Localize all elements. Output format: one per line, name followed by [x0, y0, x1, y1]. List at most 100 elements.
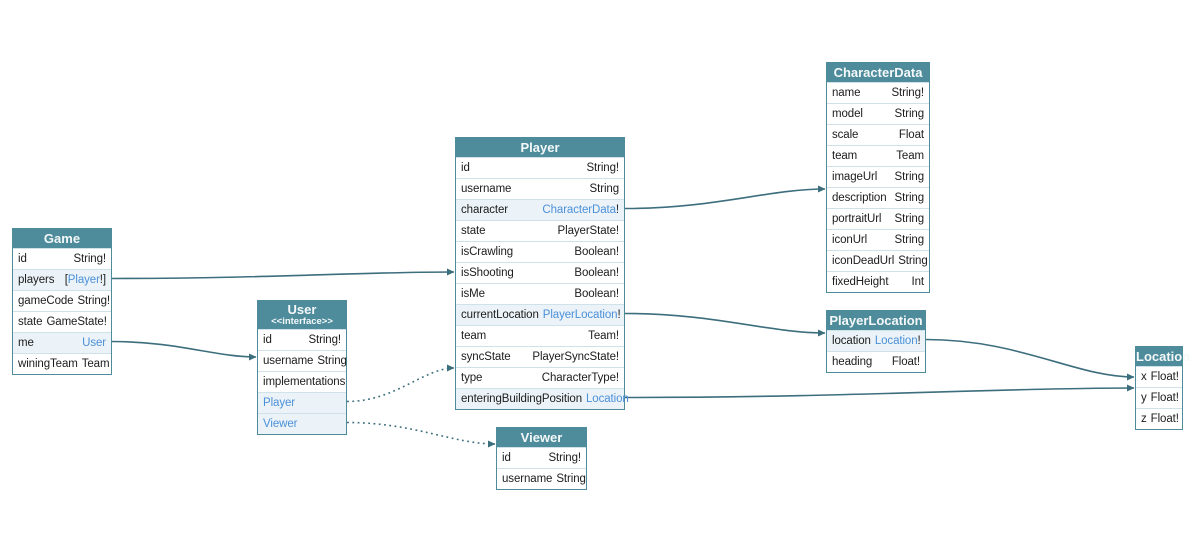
edge-playerlocation-to-location	[925, 338, 1135, 381]
field-row-z[interactable]: z Float!	[1136, 408, 1182, 429]
type-text: !	[615, 204, 619, 216]
type-text: String!	[77, 295, 111, 307]
type-text: String	[898, 255, 928, 267]
edge-user-to-player	[346, 364, 455, 403]
field-name: x	[1141, 371, 1147, 383]
type-text: Float!	[1150, 413, 1179, 425]
field-name: enteringBuildingPosition	[461, 393, 582, 405]
type-text: String	[589, 183, 620, 195]
type-link-Player[interactable]: Player	[263, 397, 295, 409]
field-row-enteringBuildingPosition[interactable]: enteringBuildingPosition Location	[456, 388, 629, 409]
edge-player-to-location	[624, 384, 1135, 399]
field-type: PlayerSyncState!	[532, 351, 619, 363]
node-title: User<<interface>>	[258, 301, 346, 329]
type-link-PlayerLocation[interactable]: PlayerLocation	[542, 309, 618, 321]
edge-player-to-playerlocation	[624, 312, 826, 337]
type-text: String	[894, 108, 925, 120]
field-name: players	[18, 274, 55, 286]
field-type: String!	[73, 253, 106, 265]
field-name: portraitUrl	[832, 213, 882, 225]
type-text: String	[894, 234, 925, 246]
field-row-players[interactable]: players[Player!]	[13, 269, 111, 290]
field-name: isShooting	[461, 267, 514, 279]
field-name: location	[832, 335, 871, 347]
type-link-User[interactable]: User	[82, 337, 106, 349]
type-text: String!	[586, 162, 619, 174]
edge-user-to-viewer	[346, 421, 496, 448]
type-text: Boolean!	[574, 246, 619, 258]
field-type: Team!	[588, 330, 619, 342]
field-type: String!	[308, 334, 341, 346]
field-row-isCrawling[interactable]: isCrawling Boolean!	[456, 241, 624, 262]
field-name: isCrawling	[461, 246, 514, 258]
type-link-Player[interactable]: Player	[67, 274, 100, 286]
field-row-isMe[interactable]: isMe Boolean!	[456, 283, 624, 304]
type-text: Float	[898, 129, 924, 141]
field-type: PlayerLocation!	[543, 309, 621, 321]
field-row-Viewer[interactable]: Viewer	[258, 413, 346, 434]
field-row-isShooting[interactable]: isShooting Boolean!	[456, 262, 624, 283]
field-name: z	[1141, 413, 1147, 425]
type-text: Team	[81, 358, 110, 370]
field-name: isMe	[461, 288, 485, 300]
type-text: Boolean!	[574, 267, 619, 279]
field-row-implementations[interactable]: implementations	[258, 371, 346, 392]
field-name: id	[18, 253, 27, 265]
field-row-id[interactable]: id String!	[13, 248, 111, 269]
field-type: Float!	[1151, 392, 1179, 404]
type-link-CharacterData[interactable]: CharacterData	[542, 204, 616, 216]
field-type: String!	[548, 452, 581, 464]
field-type: Float!	[1151, 413, 1179, 425]
field-type: Location	[586, 393, 629, 405]
field-name: scale	[832, 129, 859, 141]
type-link-Viewer[interactable]: Viewer	[263, 418, 298, 430]
field-type: User	[82, 337, 106, 349]
edge-game-to-player	[111, 268, 455, 280]
field-row-scale[interactable]: scale Float	[827, 124, 929, 145]
field-row-Player[interactable]: Player	[258, 392, 346, 413]
field-type: String	[894, 192, 925, 204]
type-link-Location[interactable]: Location	[586, 393, 629, 405]
type-link-Location[interactable]: Location	[874, 335, 918, 347]
type-text: String	[894, 192, 925, 204]
type-text: GameState!	[46, 316, 107, 328]
field-type: Boolean!	[574, 288, 619, 300]
